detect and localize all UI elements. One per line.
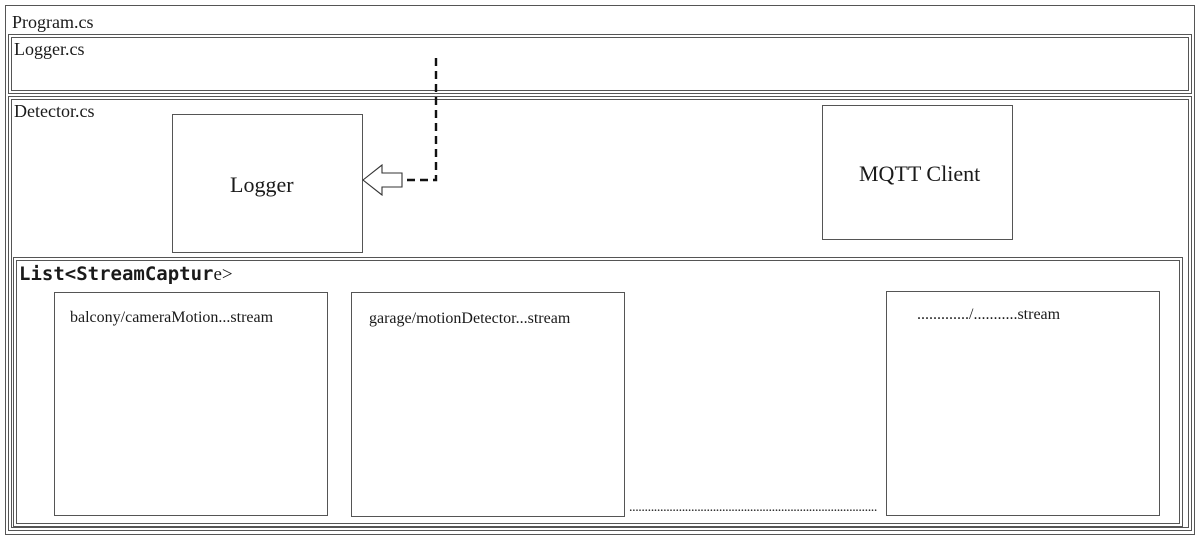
stream-label-balcony: balcony/cameraMotion...stream (70, 309, 274, 326)
stream-box-generic (886, 291, 1160, 516)
program-cs-frame (5, 5, 1195, 535)
stream-list-title-suffix: e> (213, 264, 233, 285)
stream-box-garage (351, 292, 625, 517)
dashed-connector-line (402, 58, 438, 182)
logger-box (172, 114, 363, 253)
logger-cs-frame-inner (11, 37, 1189, 91)
logger-box-label: Logger (230, 172, 294, 197)
stream-box-balcony (54, 292, 328, 516)
logger-cs-title: Logger.cs (14, 39, 85, 59)
hollow-arrow-icon (362, 163, 403, 197)
stream-list-frame (13, 257, 1183, 527)
stream-list-title: List<StreamCapture> (19, 264, 233, 285)
program-cs-title: Program.cs (12, 12, 94, 32)
stream-list-title-code: List<StreamCaptur (19, 263, 214, 285)
detector-cs-frame-inner (11, 99, 1189, 528)
detector-cs-frame (8, 96, 1192, 531)
stream-list-frame-inner (16, 260, 1180, 524)
mqtt-client-box (822, 105, 1013, 240)
stream-label-generic: ............./...........stream (917, 306, 1061, 323)
logger-cs-frame (8, 34, 1192, 94)
detector-cs-title: Detector.cs (14, 101, 95, 121)
mqtt-client-label: MQTT Client (859, 161, 981, 186)
stream-label-garage: garage/motionDetector...stream (369, 310, 571, 327)
stream-list-ellipsis: ........................................… (629, 500, 878, 515)
